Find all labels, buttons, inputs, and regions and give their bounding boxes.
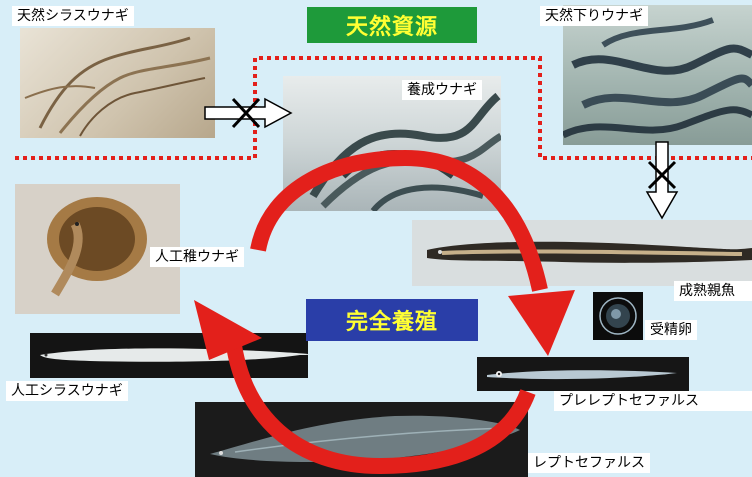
crossed-arrow-right-icon xyxy=(204,97,293,129)
label-fertilized-egg: 受精卵 xyxy=(645,320,697,340)
wild-glass-eel-photo xyxy=(20,28,215,138)
label-wild-silver-eel: 天然下りウナギ xyxy=(540,6,648,26)
preleptocephalus-photo xyxy=(477,357,689,391)
crossed-arrow-down-icon xyxy=(645,141,679,220)
artificial-juvenile-photo xyxy=(15,184,180,314)
label-mature-parent: 成熟親魚 xyxy=(674,281,752,301)
wild-silver-eel-photo xyxy=(563,5,752,145)
label-artificial-juvenile: 人工稚ウナギ xyxy=(150,247,244,267)
fertilized-egg-photo xyxy=(593,292,643,340)
label-farmed-eel: 養成ウナギ xyxy=(402,80,482,100)
natural-resource-banner: 天然資源 xyxy=(307,7,477,43)
label-preleptocephalus: プレレプトセファルス xyxy=(554,391,752,411)
complete-aquaculture-banner: 完全養殖 xyxy=(306,299,478,341)
mature-parent-photo xyxy=(412,220,752,286)
label-artificial-glass-eel: 人工シラスウナギ xyxy=(6,381,128,401)
label-leptocephalus: レプトセファルス xyxy=(528,453,650,473)
label-wild-glass-eel: 天然シラスウナギ xyxy=(12,6,134,26)
